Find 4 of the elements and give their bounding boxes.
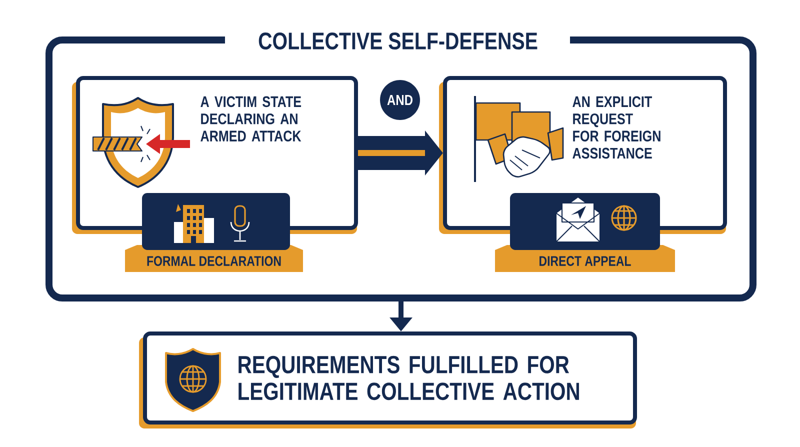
label-banner: FORMAL DECLARATION [125,245,303,272]
result-card: REQUIREMENTS FULFILLED FOR LEGITIMATE COLLECTIVE ACTION [139,332,637,428]
and-badge: AND [380,80,420,120]
label-banner: DIRECT APPEAL [495,245,675,272]
